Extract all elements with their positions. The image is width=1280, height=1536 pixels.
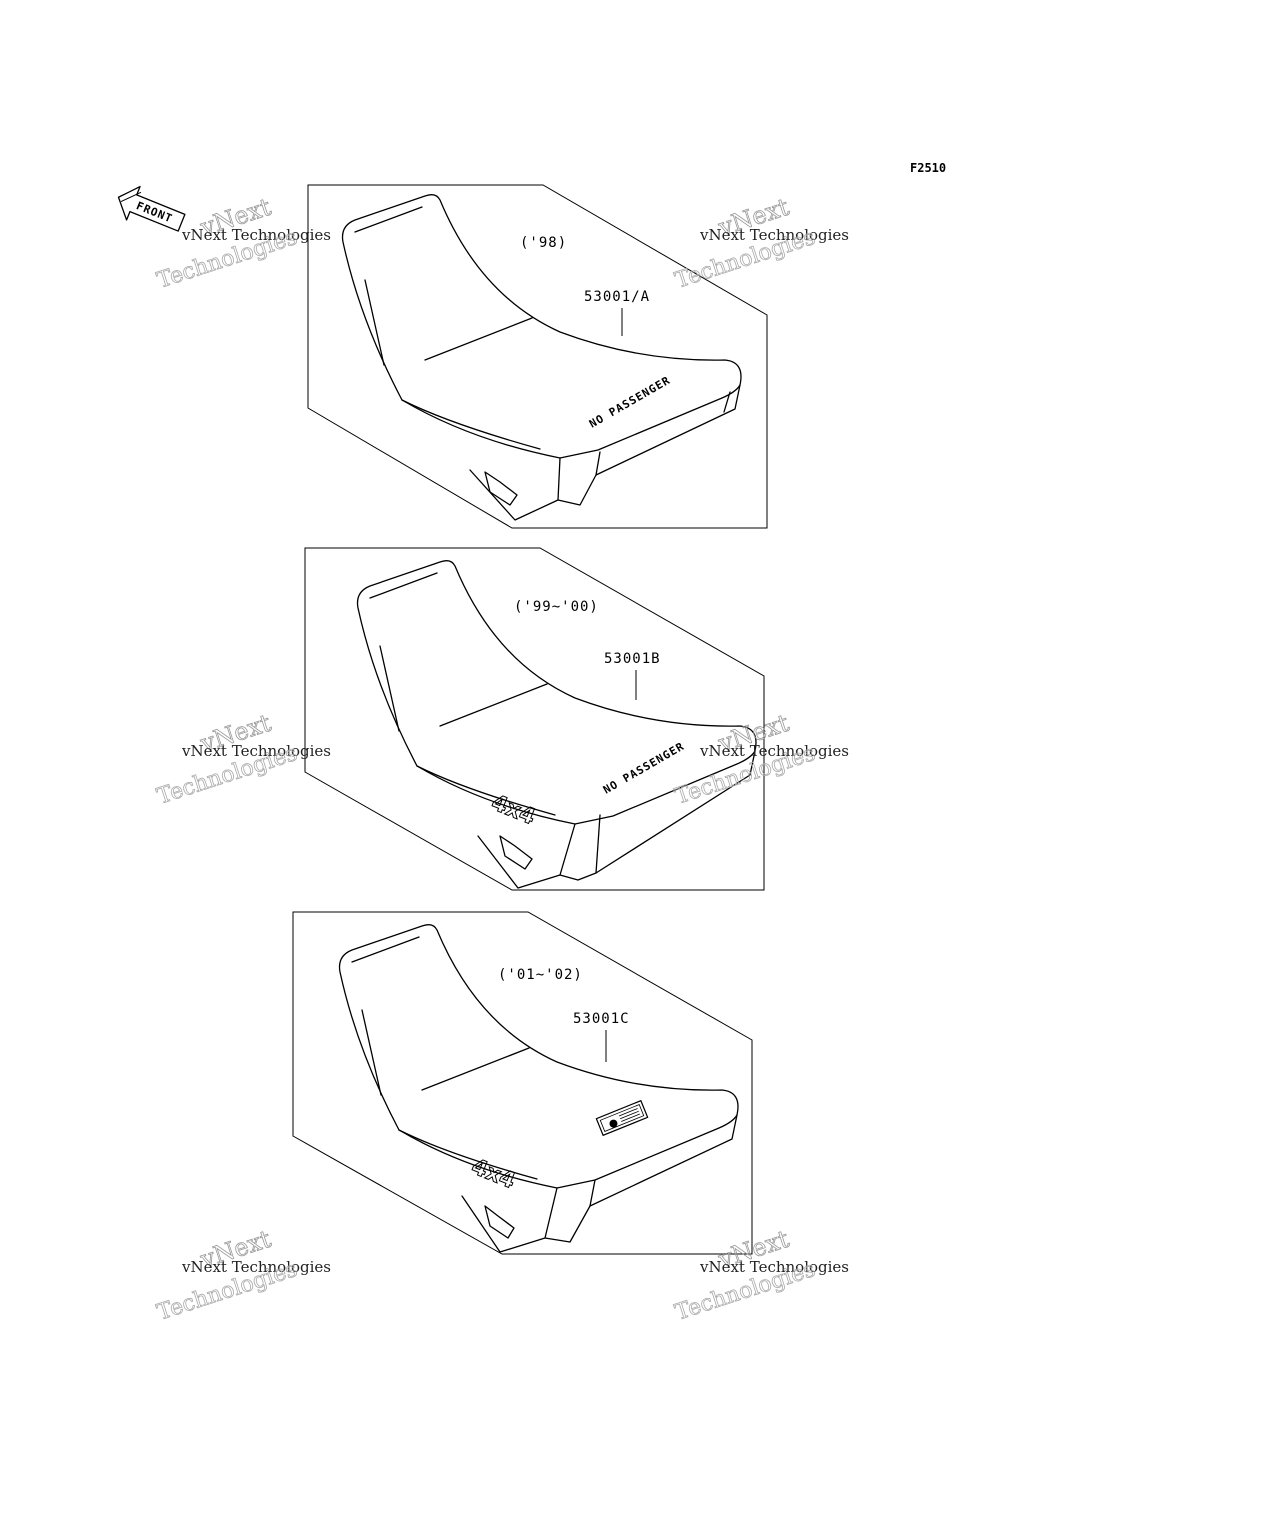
- watermark: vNext vNext Technologies Technologies: [154, 1224, 331, 1326]
- decal-no-passenger: NO PASSENGER: [587, 374, 673, 431]
- year-label: ('01~'02): [498, 967, 583, 983]
- watermark-text: vNext Technologies: [181, 1258, 331, 1276]
- panel-frame: [304, 547, 765, 891]
- watermark: vNext vNext Technologies Technologies: [672, 192, 849, 294]
- part-number-label: 53001B: [604, 651, 661, 667]
- watermark-text: vNext Technologies: [181, 226, 331, 244]
- panel-frame: [292, 911, 753, 1255]
- watermark-text: vNext Technologies: [699, 226, 849, 244]
- watermark-text: vNext Technologies: [699, 742, 849, 760]
- panel-1999-2000: NO PASSENGER 4x4 ('99~'00) 53001B: [304, 547, 765, 891]
- year-label: ('99~'00): [514, 599, 599, 615]
- badge-4x4: 4x4: [488, 790, 539, 830]
- panel-2001-2002: 4x4 ('01~'02) 53001C: [292, 911, 753, 1255]
- panel-1998: NO PASSENGER ('98) 53001/A: [307, 184, 768, 529]
- part-number-label: 53001/A: [584, 289, 650, 305]
- panel-frame: [307, 184, 768, 529]
- badge-4x4: 4x4: [468, 1154, 519, 1194]
- watermark: vNext vNext Technologies Technologies: [672, 1224, 849, 1326]
- watermark-text: vNext Technologies: [181, 742, 331, 760]
- year-label: ('98): [520, 235, 567, 251]
- front-arrow-icon: FRONT: [117, 185, 186, 232]
- warning-label-icon: [595, 1099, 649, 1137]
- watermark: vNext vNext Technologies Technologies: [672, 708, 849, 810]
- part-number-label: 53001C: [573, 1011, 630, 1027]
- watermark-text: vNext Technologies: [699, 1258, 849, 1276]
- watermark: vNext vNext Technologies Technologies: [154, 708, 331, 810]
- watermark: vNext vNext Technologies Technologies: [154, 192, 331, 294]
- figure-code: F2510: [910, 161, 946, 175]
